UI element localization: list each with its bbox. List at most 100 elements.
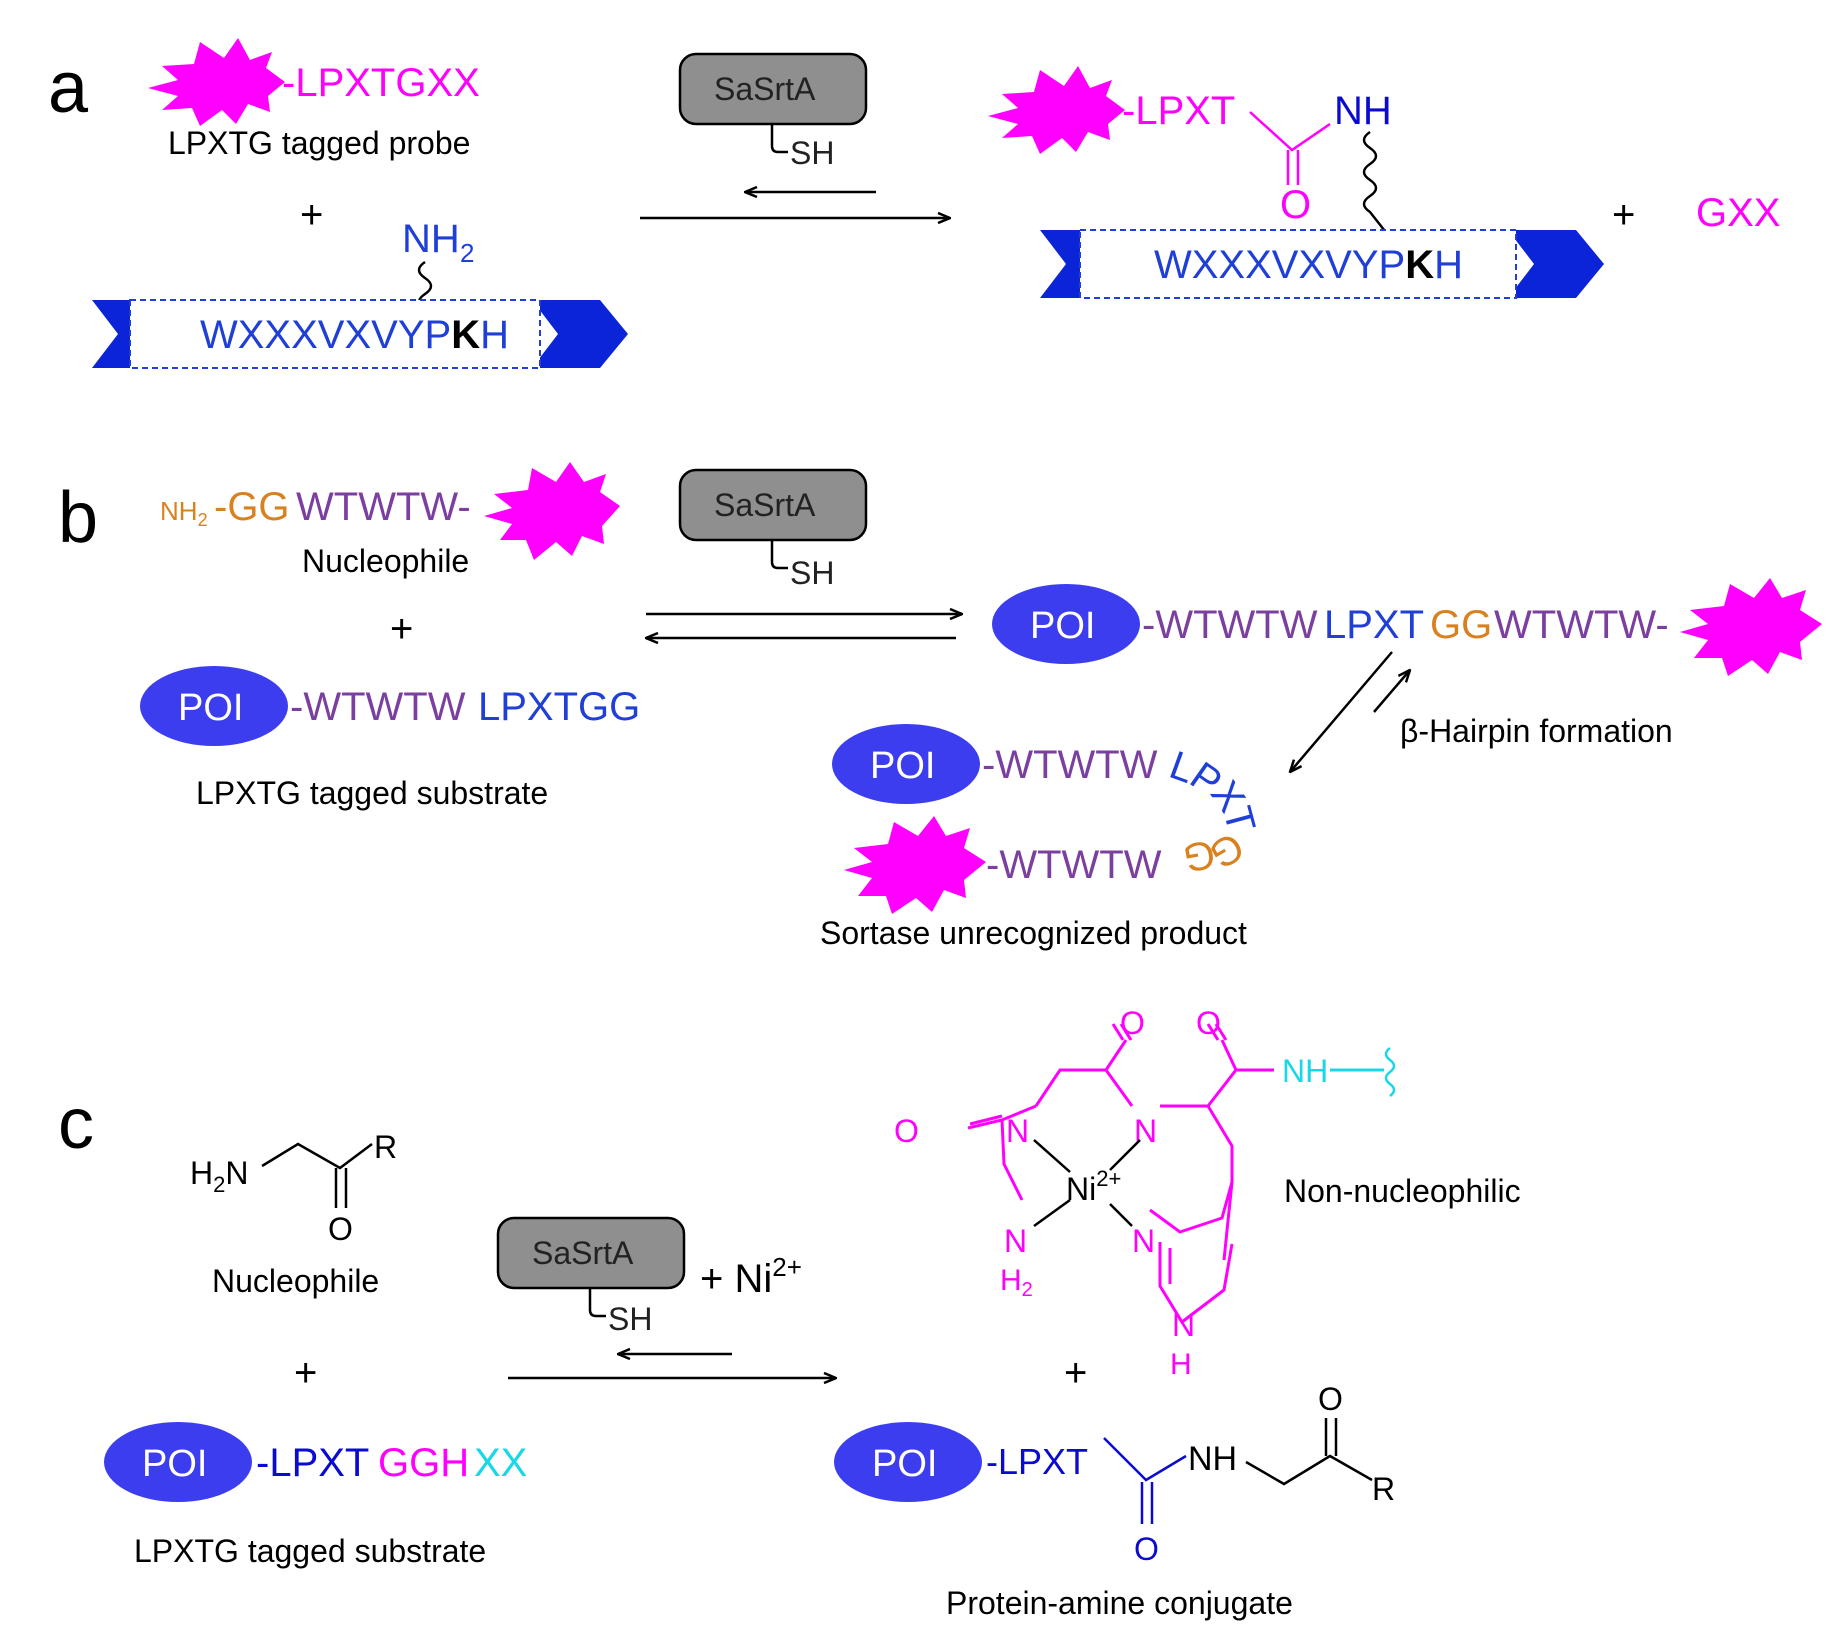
nucleophile-star-icon xyxy=(484,462,620,560)
hairpin-forward-arrow xyxy=(1290,651,1393,772)
hairpin-bottom-strand: -WTWTW xyxy=(986,843,1162,887)
plus-sign: + xyxy=(390,607,413,651)
product-fluorophore-star-icon xyxy=(988,66,1125,154)
probe-label: LPXTG tagged probe xyxy=(168,125,470,161)
product-glycine-chain xyxy=(1245,1454,1373,1486)
product-poi-ellipse xyxy=(834,1422,982,1502)
hairpin-reverse-arrow xyxy=(1373,670,1410,713)
peptide-box xyxy=(129,299,541,369)
product-ketone-oxygen: O xyxy=(1318,1381,1343,1417)
plus-sign-2: + xyxy=(1064,1351,1087,1395)
complex-o3: O xyxy=(894,1113,919,1149)
product-poi-label: POI xyxy=(872,1443,937,1485)
plus-sign: + xyxy=(300,193,323,237)
hairpin-poi-ellipse xyxy=(832,724,980,804)
peptide-sequence: WXXXVXVYPKH xyxy=(200,313,509,357)
product-wt2: WTWTW- xyxy=(1494,603,1669,647)
hairpin-top-strand: -WTWTW xyxy=(982,743,1158,787)
substrate-label: LPXTG tagged substrate xyxy=(196,775,548,811)
product-nh: NH xyxy=(1334,89,1392,133)
product-sequence: -LPXT xyxy=(1122,89,1235,133)
thiol-bond xyxy=(588,1288,606,1318)
poi-label: POI xyxy=(178,687,243,729)
complex-n3: N xyxy=(1132,1223,1155,1259)
complex-h2: H2 xyxy=(1000,1264,1033,1301)
substrate-ggh: GGH xyxy=(378,1441,469,1485)
thiol-label: SH xyxy=(790,555,834,591)
hairpin-g2: G xyxy=(1180,831,1218,880)
complex-n1: N xyxy=(1006,1113,1029,1149)
panel-b: b NH2 -GG WTWTW- Nucleophile + POI -WTWT… xyxy=(58,462,1822,951)
nucleophile-wt: WTWTW- xyxy=(296,485,471,529)
complex-ring-n: N xyxy=(1172,1307,1195,1343)
nucleophile-gg: -GG xyxy=(214,485,290,529)
enzyme-label: SaSrtA xyxy=(714,487,816,523)
carbonyl-bond xyxy=(1249,111,1331,152)
panel-b-letter: b xyxy=(58,478,98,558)
substrate-label: LPXTG tagged substrate xyxy=(134,1533,486,1569)
complex-o2: O xyxy=(1196,1005,1221,1041)
nucleophile-label: Nucleophile xyxy=(302,543,469,579)
nickel-complex-structure xyxy=(967,1023,1274,1325)
product-lpxt: LPXT xyxy=(1324,603,1424,647)
nucleophile-r: R xyxy=(374,1129,397,1165)
amine-label: NH xyxy=(402,217,460,261)
panel-c-letter: c xyxy=(58,1084,94,1164)
product-r: R xyxy=(1372,1471,1395,1507)
non-nucleophilic-label: Non-nucleophilic xyxy=(1284,1173,1521,1209)
nucleophile-o: O xyxy=(328,1211,353,1247)
thiol-label: SH xyxy=(608,1301,652,1337)
poi-ellipse xyxy=(104,1422,252,1502)
thiol-bond xyxy=(770,124,788,154)
nucleophile-skeleton xyxy=(261,1142,373,1170)
thiol-bond xyxy=(770,540,788,570)
enzyme-label: SaSrtA xyxy=(714,71,816,107)
peptide-arrow-head xyxy=(532,300,628,368)
panel-a: a -LPXTGXX LPXTG tagged probe + NH 2 WXX… xyxy=(48,38,1780,369)
hairpin-star-icon xyxy=(844,816,986,914)
complex-nh2: N xyxy=(1004,1223,1027,1259)
product-wt1: -WTWTW xyxy=(1142,603,1318,647)
substrate-lpxt: -LPXT xyxy=(256,1441,369,1485)
cyan-wavy-terminus xyxy=(1384,1047,1396,1097)
byproduct-label: GXX xyxy=(1696,191,1780,235)
fluorophore-star-icon xyxy=(148,38,285,126)
complex-ring-h: H xyxy=(1170,1348,1192,1381)
hairpin-label: β-Hairpin formation xyxy=(1400,713,1673,749)
poi-label: POI xyxy=(142,1443,207,1485)
nickel-additive: + Ni2+ xyxy=(700,1252,802,1301)
complex-o1: O xyxy=(1120,1005,1145,1041)
substrate-wt: -WTWTW xyxy=(290,685,466,729)
product-lpxt: -LPXT xyxy=(986,1441,1088,1482)
product-gg: GG xyxy=(1430,603,1492,647)
panel-c: c H2N R O Nucleophile + POI -LPXT GGH XX… xyxy=(58,1005,1521,1621)
product-label: Protein-amine conjugate xyxy=(946,1585,1293,1621)
complex-nh-cyan: NH xyxy=(1282,1053,1328,1089)
complex-ni: Ni2+ xyxy=(1066,1166,1121,1207)
product-amide-bond xyxy=(1103,1437,1187,1482)
panel-a-letter: a xyxy=(48,48,89,128)
substrate-xx: XX xyxy=(474,1441,527,1485)
product-oxygen: O xyxy=(1280,183,1311,227)
unrecognized-product-label: Sortase unrecognized product xyxy=(820,915,1247,951)
product-nh: NH xyxy=(1188,1440,1237,1478)
product-star-icon xyxy=(1680,578,1822,676)
enzyme-label: SaSrtA xyxy=(532,1235,634,1271)
product-poi-label: POI xyxy=(1030,605,1095,647)
product-peptide-sequence: WXXXVXVYPKH xyxy=(1154,243,1463,287)
probe-sequence: -LPXTGXX xyxy=(282,61,480,105)
thiol-label: SH xyxy=(790,135,834,171)
product-peptide-arrow-head xyxy=(1508,230,1604,298)
product-oxygen: O xyxy=(1134,1531,1159,1567)
amine-subscript: 2 xyxy=(460,238,474,268)
plus-sign: + xyxy=(294,1351,317,1395)
nickel-coordination-bonds xyxy=(1033,1139,1141,1228)
product-peptide-box xyxy=(1079,229,1517,299)
nucleophile-label: Nucleophile xyxy=(212,1263,379,1299)
nucleophile-nh2: NH2 xyxy=(160,496,208,530)
substrate-lpxtgg: LPXTGG xyxy=(478,685,640,729)
poi-ellipse xyxy=(140,666,288,746)
plus-sign-2: + xyxy=(1612,193,1635,237)
product-wavy-linker xyxy=(1362,130,1393,241)
